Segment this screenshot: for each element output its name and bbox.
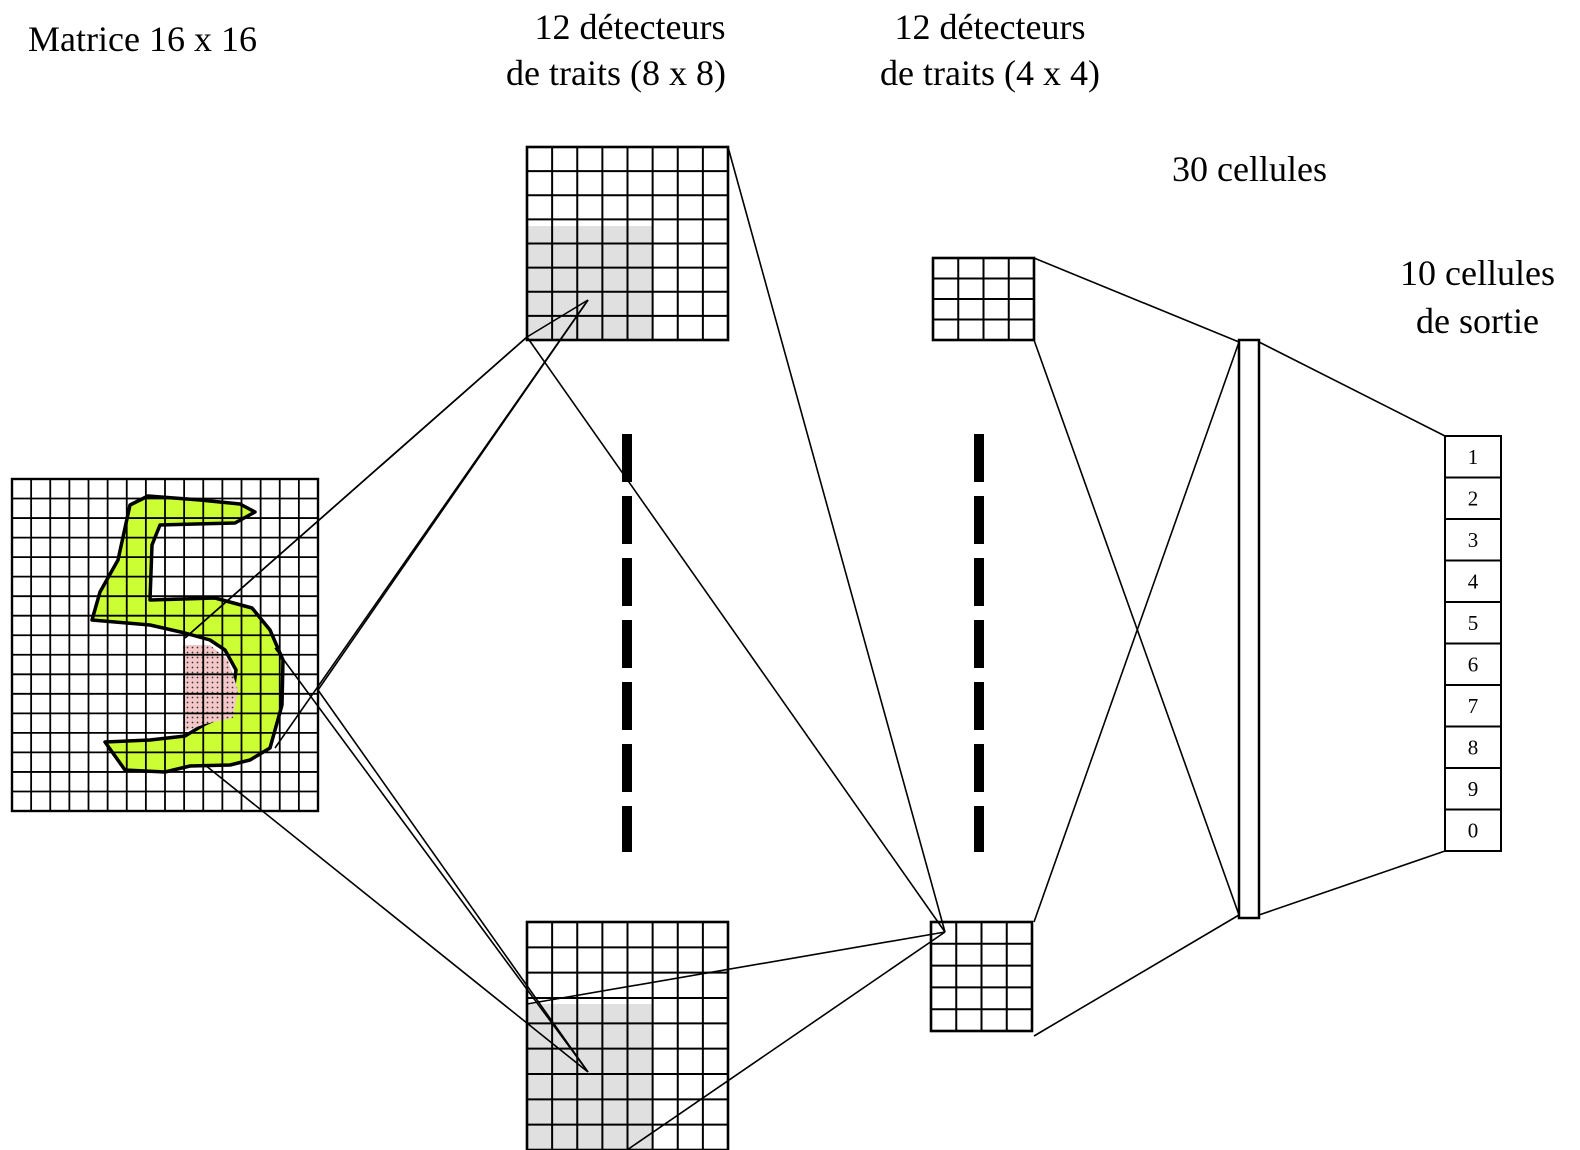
output-cell-label: 4: [1468, 569, 1479, 593]
output-cell-label: 0: [1468, 818, 1479, 842]
output-cell: [1444, 601, 1502, 645]
output-cell-label: 8: [1468, 735, 1479, 759]
output-cell: [1444, 725, 1502, 769]
connection-lines: [184, 146, 1446, 1150]
input-matrix: [10, 477, 320, 813]
output-cells: 1 2 3 4 5 6 7 8 9 0: [1444, 435, 1502, 852]
feature-8x8-label-line2: de traits (8 x 8): [506, 53, 726, 93]
feature-8x8-label-line1: 12 détecteurs: [534, 7, 726, 47]
feature-4x4-label-line2: de traits (4 x 4): [880, 53, 1100, 93]
output-label-line1: 10 cellules: [1400, 253, 1555, 293]
output-cell-label: 5: [1468, 611, 1479, 635]
feature-map-4x4-bottom: [929, 920, 1034, 1033]
output-cell: [1444, 808, 1502, 852]
shaded-region: [527, 226, 652, 340]
output-cell: [1444, 684, 1502, 728]
output-cell-label: 2: [1468, 486, 1479, 510]
output-label-line2: de sortie: [1416, 301, 1539, 341]
feature-4x4-label-line1: 12 détecteurs: [894, 7, 1086, 47]
hidden-layer-bar: [1237, 338, 1261, 920]
feature-map-8x8-bottom: [525, 920, 730, 1150]
input-matrix-label: Matrice 16 x 16: [28, 19, 257, 59]
receptive-field-region: [183, 645, 238, 732]
output-cell-label: 3: [1468, 528, 1479, 552]
output-cell-label: 6: [1468, 652, 1479, 676]
feature-map-8x8-top: [525, 145, 730, 342]
output-cell: [1444, 559, 1502, 603]
shaded-region: [527, 1004, 652, 1150]
output-cell-label: 7: [1468, 694, 1479, 718]
hidden-layer-label: 30 cellules: [1172, 149, 1327, 189]
feature-map-4x4-top: [931, 256, 1036, 342]
output-cell: [1444, 767, 1502, 811]
output-cell-label: 9: [1468, 777, 1479, 801]
output-cell-label: 1: [1468, 445, 1479, 469]
